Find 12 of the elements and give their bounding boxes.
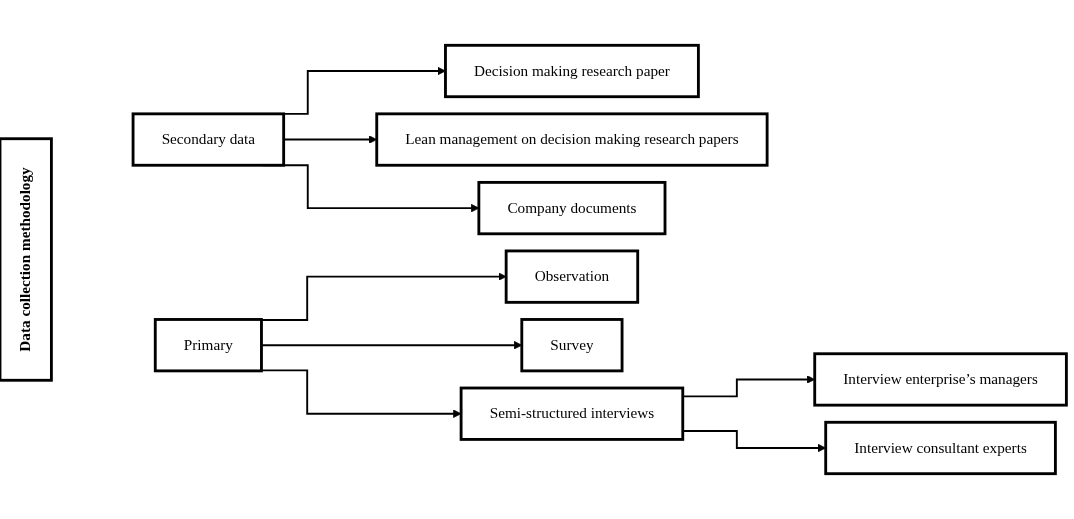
node-box: Interview enterprise’s managers — [813, 352, 1068, 407]
node-box: Decision making research paper — [444, 43, 700, 99]
node-box: Primary — [153, 318, 263, 373]
node-box: Data collection methodology — [0, 137, 53, 382]
node-box: Semi-structured interviews — [459, 386, 685, 441]
node-box: Survey — [520, 318, 624, 373]
node-box: Observation — [504, 249, 640, 304]
node-box: Lean management on decision making research papers — [375, 112, 769, 167]
node-box: Secondary data — [131, 112, 286, 167]
node-box: Interview consultant experts — [824, 420, 1057, 476]
arrow — [260, 369, 462, 418]
node-box: Company documents — [477, 180, 667, 236]
